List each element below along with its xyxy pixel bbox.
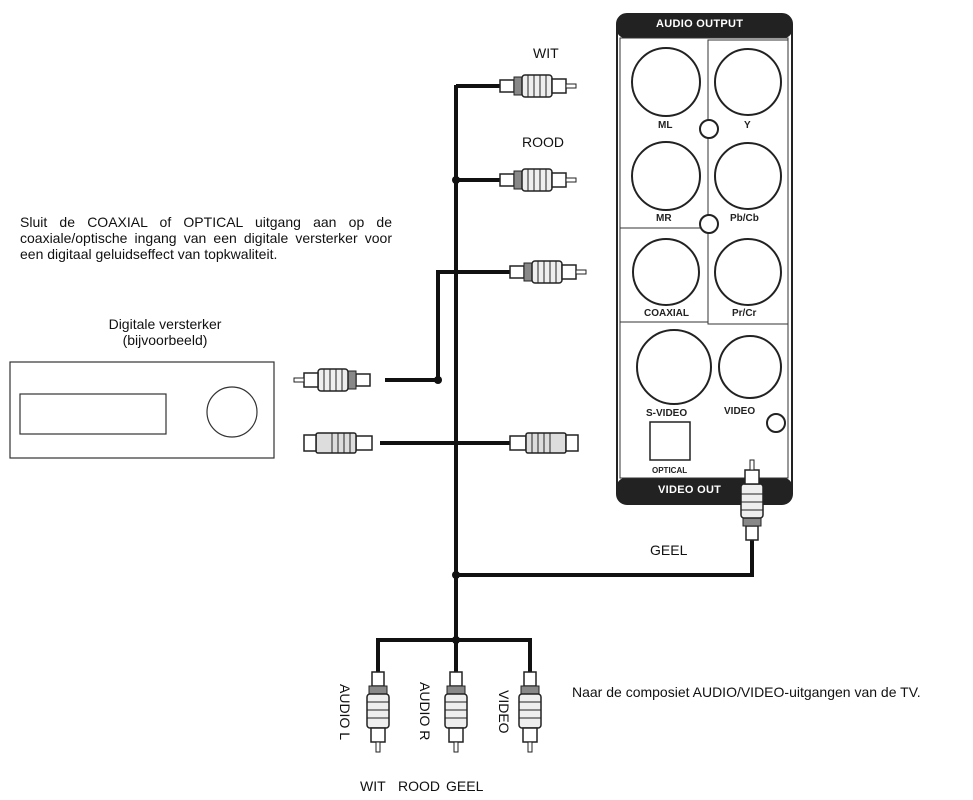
digital-amplifier [9,361,275,459]
jack-optical [649,421,691,461]
jack-video [718,335,782,399]
plug-rood [499,168,577,192]
cable-label-rood: ROOD [522,134,564,150]
tv-plug-label-audio-l: AUDIO L [337,684,353,741]
plug-optical-player [509,432,579,454]
jack-mr-small [699,214,719,234]
tv-color-label-wit: WIT [360,778,386,794]
cable-junctions [434,176,460,644]
plug-wit [499,74,577,98]
jack-y [714,48,782,116]
jack-label-video: VIDEO [724,406,756,417]
amplifier-title-line1: Digitale versterker [108,316,222,332]
jack-video-small [766,413,786,433]
amplifier-title-line2: (bijvoorbeeld) [122,332,208,348]
plug-optical-amp [303,432,373,454]
player-rear-panel [616,13,793,505]
jack-label-ml: ML [658,120,673,131]
jack-label-pbcb: Pb/Cb [730,213,759,224]
tv-plug-label-video: VIDEO [496,690,512,734]
amplifier-knob [206,386,258,438]
plug-coaxial-amp [293,368,371,392]
jack-ml-small [699,119,719,139]
amplifier-title: Digitale versterker (bijvoorbeeld) [0,316,330,348]
jack-pbcb [714,142,782,210]
jack-label-y: Y [744,120,751,131]
instruction-text: Sluit de COAXIAL of OPTICAL uitgang aan … [20,214,392,262]
tv-color-label-geel: GEEL [446,778,484,794]
plug-tv-audio-r [444,671,468,753]
jack-label-coaxial: COAXIAL [644,308,689,319]
plug-coaxial-player [509,260,587,284]
jack-coaxial [632,238,700,306]
jack-label-prcr: Pr/Cr [732,308,757,319]
plug-tv-audio-l [366,671,390,753]
tv-plug-label-audio-r: AUDIO R [417,682,433,741]
panel-header-label: AUDIO OUTPUT [656,18,744,30]
panel-footer-label: VIDEO OUT [658,484,722,496]
jack-svideo [636,329,712,405]
plug-tv-video [518,671,542,753]
tv-color-label-rood: ROOD [398,778,440,794]
cable-label-wit: WIT [533,45,559,61]
tv-note: Naar de composiet AUDIO/VIDEO-uitgangen … [572,684,921,700]
jack-ml [631,47,701,117]
jack-prcr [714,238,782,306]
plug-video-player [740,459,764,541]
jack-label-optical: OPTICAL [652,466,688,475]
amplifier-display [19,393,167,435]
jack-label-mr: MR [656,213,672,224]
cable-label-geel: GEEL [650,542,688,558]
jack-label-svideo: S-VIDEO [646,408,688,419]
jack-mr [631,141,701,211]
